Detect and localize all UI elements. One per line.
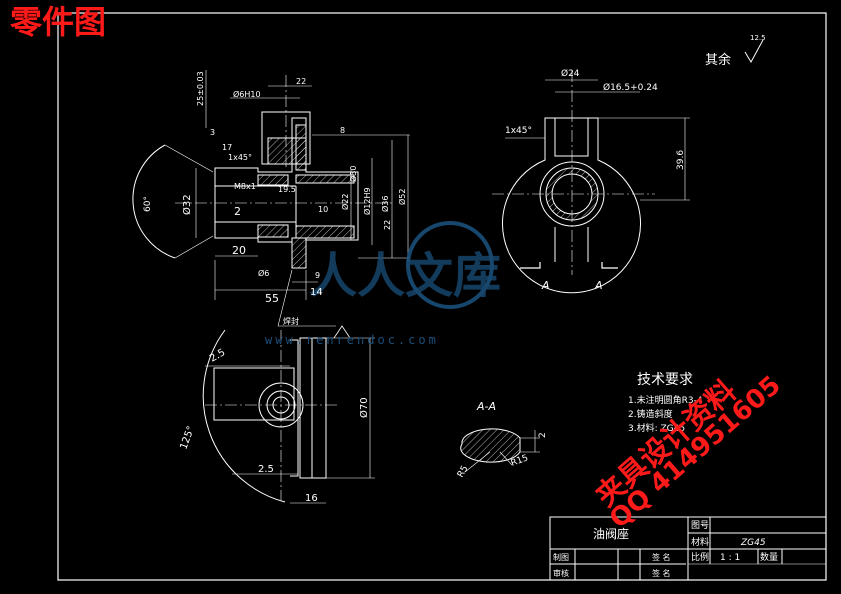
roughness-note-label: 其余 — [705, 52, 731, 68]
scale-label: 比例 — [691, 551, 709, 563]
cut-label-a-left: A — [541, 279, 550, 292]
section-a-a — [460, 428, 540, 473]
dim-2-5-b: 2.5 — [258, 464, 274, 475]
scale-value: 1 : 1 — [720, 553, 740, 563]
dim-8: 8 — [340, 126, 345, 135]
dim-2-5-a: 2.5 — [208, 347, 227, 364]
dim-3: 3 — [210, 128, 215, 137]
dim-2-left: 2 — [234, 205, 241, 218]
tech-req-item-2: 2.铸造斜度 — [628, 408, 673, 420]
tech-req-item-3: 3.材料: ZG45 — [628, 422, 685, 434]
dim-d16: Ø16.5+0.24 — [603, 82, 658, 93]
qty-label: 数量 — [760, 551, 778, 563]
front-section-view — [132, 70, 410, 327]
dim-32: Ø32 — [181, 194, 193, 215]
dim-52: Ø52 — [397, 189, 407, 205]
side-view — [492, 70, 690, 294]
dim-19-5: 19.5 — [278, 185, 296, 194]
dim-55: 55 — [265, 292, 279, 305]
dim-10: 10 — [318, 205, 328, 214]
dim-14: 14 — [310, 287, 323, 298]
material-label: 材料 — [691, 536, 709, 548]
sign-label-2: 签 名 — [652, 568, 671, 578]
technical-requirements: 技术要求 1.未注明圆角R3-4 2.铸造斜度 3.材料: ZG45 — [628, 372, 703, 434]
tech-req-title: 技术要求 — [637, 372, 693, 388]
roughness-note-value: 12.5 — [750, 34, 766, 42]
dim-12h9: Ø12H9 — [362, 187, 372, 215]
overlay-title: 零件图 — [10, 3, 107, 41]
drawn-label: 制图 — [553, 552, 569, 562]
watermark-brand-text: 人人文库 — [309, 248, 501, 304]
dimension-labels: 22 25±0.03 Ø6H10 3 8 1x45° 17 Ø32 2 20 5… — [143, 68, 686, 504]
material-value: ZG45 — [740, 538, 766, 548]
tech-req-item-1: 1.未注明圆角R3-4 — [628, 394, 703, 406]
dim-36: Ø36 — [380, 196, 390, 212]
watermark-url: www.renrendoc.com — [265, 333, 439, 347]
watermark-logo: 人人文库 — [309, 221, 501, 309]
dim-22-mid: Ø22 — [340, 194, 350, 210]
dim-2-sec: 2 — [538, 432, 548, 438]
dim-17: 17 — [222, 143, 232, 152]
dim-30: Ø30 — [348, 166, 358, 182]
dim-22-v: 22 — [383, 220, 392, 230]
title-block — [549, 516, 827, 581]
sign-label-1: 签 名 — [652, 552, 671, 562]
dim-16-bottom: 16 — [305, 493, 318, 504]
dim-m6h10: Ø6H10 — [233, 89, 261, 99]
dim-9: 9 — [315, 271, 320, 280]
dim-d24: Ø24 — [561, 68, 580, 79]
dim-c1x45: 1x45° — [505, 126, 532, 136]
cut-label-a-right: A — [594, 279, 603, 292]
dim-22-top: 22 — [296, 77, 306, 86]
drawing-no-label: 图号 — [691, 520, 709, 531]
dim-15x45: 1x45° — [228, 153, 252, 162]
roughness-symbol — [744, 39, 764, 64]
weld-label: 焊封 — [283, 316, 299, 326]
top-view — [202, 325, 375, 504]
dim-25-left: 25±0.03 — [196, 71, 205, 106]
dim-m8x1: M8x1 — [234, 182, 256, 191]
dim-125: 125° — [178, 425, 197, 451]
dim-60deg: 60° — [143, 196, 153, 212]
part-name: 油阀座 — [593, 526, 629, 541]
dim-6: Ø6 — [258, 268, 269, 278]
dim-r5: R5 — [456, 464, 471, 479]
dim-39-6: 39.6 — [676, 150, 686, 170]
dim-20: 20 — [232, 244, 246, 257]
dim-70: Ø70 — [358, 397, 370, 418]
drawing-border — [57, 12, 827, 581]
checked-label: 审核 — [553, 568, 569, 578]
section-title-a-a: A-A — [476, 400, 496, 413]
